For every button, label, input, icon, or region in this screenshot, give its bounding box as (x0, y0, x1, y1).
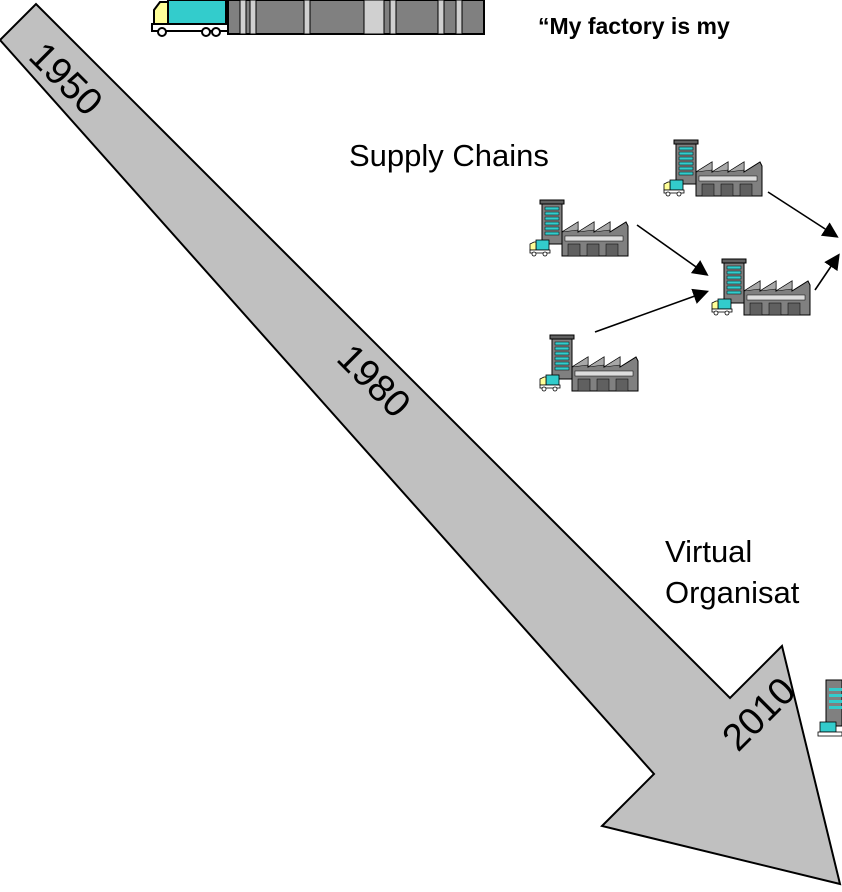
factory-icon (530, 200, 628, 256)
supply-chains-label: Supply Chains (349, 138, 549, 174)
factory-wall-icon (228, 0, 484, 34)
factory-fragment-icon (818, 680, 842, 736)
timeline-arrow (0, 4, 840, 884)
factory-icon (712, 259, 810, 315)
quote-text: “My factory is my (538, 13, 730, 40)
virtual-org-label-line2: Organisat (665, 575, 799, 611)
factory-icon (540, 335, 638, 391)
truck-icon (152, 0, 228, 36)
virtual-org-label-line1: Virtual (665, 534, 752, 570)
factory-icon (664, 140, 762, 196)
top-factory-fragment (152, 0, 484, 36)
